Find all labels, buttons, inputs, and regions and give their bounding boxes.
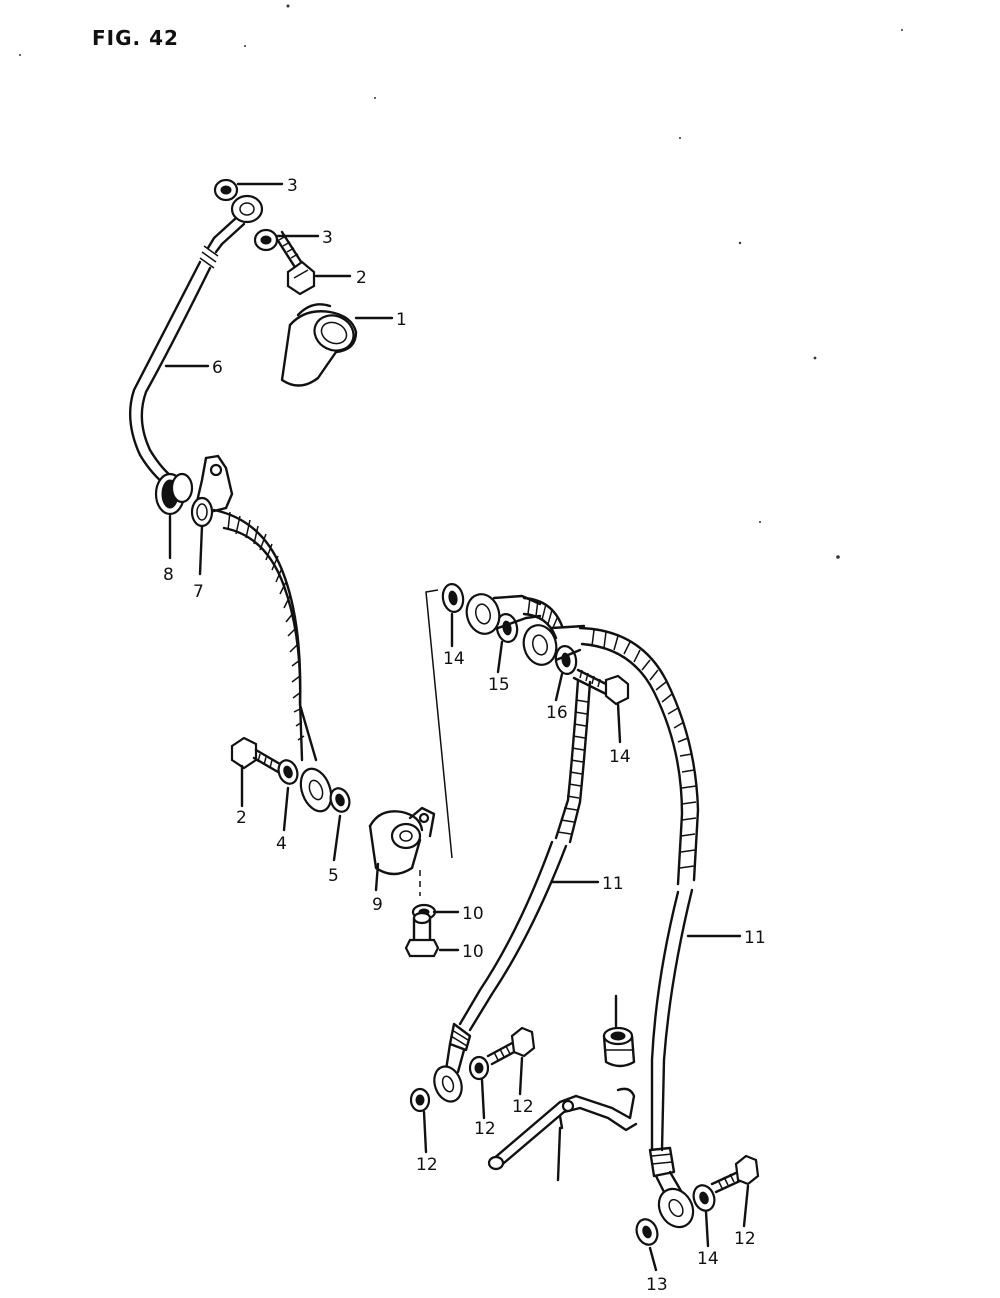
group-bracket-outline (425, 589, 453, 859)
part-2-banjo-bolt-lower (230, 736, 282, 774)
banjo-end-upper-b (522, 624, 586, 666)
part-15-hose-clamp (487, 1087, 638, 1171)
part-11-bolt-b (710, 1154, 760, 1194)
callout-labels: 3 3 2 1 6 8 7 2 4 5 9 10 10 14 15 16 14 … (163, 176, 766, 1295)
part-1-banjo-connector (280, 303, 358, 387)
flexible-hose-left (212, 508, 333, 813)
part-12-washer-b (468, 1055, 490, 1081)
part-10-hose-long (578, 626, 700, 1229)
part-13-bolt (572, 668, 630, 706)
callout-2-lower: 2 (236, 808, 247, 828)
leader-lines (164, 182, 750, 1272)
callout-14-b: 15 (488, 675, 510, 695)
callout-3-top-b: 3 (322, 228, 333, 248)
scan-speckles (19, 4, 903, 559)
callout-6: 8 (163, 565, 174, 585)
callout-3-lower-a: 4 (276, 834, 287, 854)
part-8-bolt (404, 911, 440, 958)
callout-3-lower-b: 5 (328, 866, 339, 886)
callout-9: 10 (462, 904, 484, 924)
callout-12-b: 12 (474, 1119, 496, 1139)
part-10-hose-short (433, 596, 592, 1103)
part-3-washer-top-b (253, 228, 279, 252)
callout-12-a: 12 (416, 1155, 438, 1175)
callout-7: 9 (372, 895, 383, 915)
callout-13: 14 (609, 747, 631, 767)
callout-11-b: 12 (734, 1229, 756, 1249)
part-3-washer-lower-b (329, 787, 351, 813)
part-6-grommet (154, 472, 194, 516)
part-12-washer-d (692, 1184, 716, 1212)
part-4-brake-pipe (129, 194, 264, 489)
part-16-grommet (602, 1026, 636, 1068)
callout-3-top-a: 3 (287, 176, 298, 196)
part-2-banjo-bolt-upper (273, 230, 316, 296)
callout-12-c: 13 (646, 1275, 668, 1295)
part-12-washer-c (635, 1218, 659, 1246)
banjo-end-upper-a (465, 593, 542, 635)
part-12-washer-a (409, 1087, 431, 1113)
callout-14-c: 16 (546, 703, 568, 723)
callout-2-top: 2 (356, 268, 367, 288)
part-3-washer-top-a (213, 178, 239, 202)
part-3-washer-lower-a (277, 759, 299, 785)
callout-1: 1 (396, 310, 407, 330)
part-14-washer-a (441, 583, 465, 613)
callout-5: 7 (193, 582, 204, 602)
callout-14-a: 14 (443, 649, 465, 669)
part-5-bracket (190, 454, 234, 528)
callout-11-a: 12 (512, 1097, 534, 1117)
part-7-three-way-joint (368, 806, 436, 876)
callout-8: 10 (462, 942, 484, 962)
callout-4: 6 (212, 358, 223, 378)
callout-10-b: 11 (744, 928, 766, 948)
figure-title: FIG. 42 (92, 26, 179, 50)
callout-12-d: 14 (697, 1249, 719, 1269)
part-11-bolt-a (486, 1026, 536, 1066)
callout-10-a: 11 (602, 874, 624, 894)
